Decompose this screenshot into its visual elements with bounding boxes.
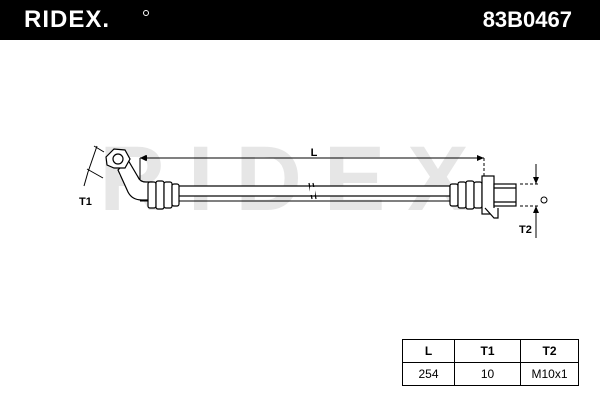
label-t2: T2 bbox=[519, 224, 532, 236]
header-bar: RIDEX. 83B0467 bbox=[0, 0, 600, 40]
spec-table-header-row: L T1 T2 bbox=[402, 339, 579, 363]
spec-header-l: L bbox=[402, 339, 455, 363]
brand-logo: RIDEX. bbox=[24, 6, 111, 33]
spec-value-l: 254 bbox=[402, 362, 455, 386]
spec-table-value-row: 254 10 M10x1 bbox=[402, 362, 579, 386]
spec-header-t2: T2 bbox=[520, 339, 579, 363]
t2-arrow-bottom bbox=[533, 206, 539, 213]
dimension-t1 bbox=[83, 145, 105, 187]
spec-table: L T1 T2 254 10 M10x1 bbox=[402, 339, 579, 386]
t2-arrow-top bbox=[533, 177, 539, 184]
spec-header-t1: T1 bbox=[454, 339, 521, 363]
left-fitting bbox=[105, 148, 180, 210]
part-number: 83B0467 bbox=[482, 7, 572, 32]
registered-mark-icon bbox=[143, 10, 149, 16]
hose-break bbox=[310, 187, 315, 195]
l-arrow-right bbox=[477, 155, 484, 161]
spec-value-t2: M10x1 bbox=[520, 362, 579, 386]
t2-marker-icon bbox=[540, 196, 548, 204]
label-l: L bbox=[311, 147, 318, 159]
right-fitting bbox=[449, 175, 517, 219]
l-arrow-left bbox=[140, 155, 147, 161]
spec-value-t1: 10 bbox=[454, 362, 521, 386]
label-t1: T1 bbox=[79, 196, 92, 208]
brake-hose-diagram: RIDEX L T1 bbox=[79, 128, 548, 238]
watermark-text: RIDEX bbox=[99, 128, 490, 230]
